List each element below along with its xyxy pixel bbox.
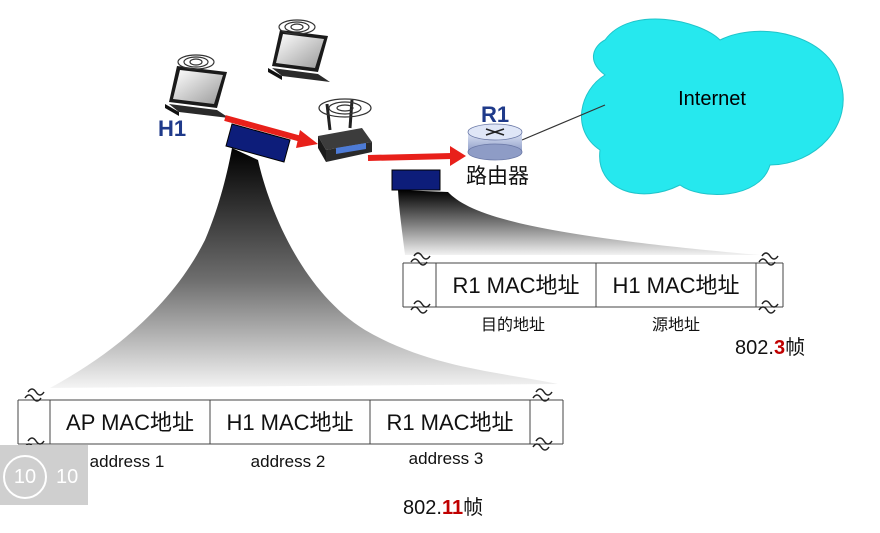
router-internet-link <box>521 104 606 141</box>
address-label: address 3 <box>409 449 484 468</box>
zoom-fan-80211 <box>50 148 558 388</box>
frame-caption-8023: 802.3帧 <box>735 336 805 359</box>
frame-field: R1 MAC地址 <box>386 410 513 435</box>
frame-flow-arrow <box>367 146 466 166</box>
zoom-fan-8023 <box>398 190 760 255</box>
access-point-icon <box>318 99 372 162</box>
frame-field: H1 MAC地址 <box>612 273 739 298</box>
address-label: address 1 <box>90 452 165 471</box>
frame-80211: AP MAC地址 H1 MAC地址 R1 MAC地址 address 1 add… <box>17 388 564 519</box>
slide-number-circle: 10 <box>3 455 47 499</box>
internet-cloud <box>581 18 844 195</box>
frame-field-caption: 目的地址 <box>481 316 545 334</box>
frame-box-80211 <box>225 123 291 163</box>
laptop-icon <box>268 30 330 82</box>
router-label-r1: R1 <box>481 102 509 127</box>
frame-caption-80211: 802.11帧 <box>403 496 483 519</box>
frame-flow-arrow <box>224 115 318 148</box>
frame-break-marks <box>410 252 779 314</box>
wireless-signal-icon <box>318 98 372 118</box>
address-label: address 2 <box>251 452 326 471</box>
host-label-h1: H1 <box>158 116 186 141</box>
frame-8023: R1 MAC地址 H1 MAC地址 目的地址 源地址 802.3帧 <box>402 252 805 359</box>
frame-field-caption: 源地址 <box>652 316 700 334</box>
frame-box-8023 <box>391 169 441 191</box>
router-description: 路由器 <box>466 165 529 188</box>
slide-number-text: 10 <box>56 466 79 488</box>
wireless-signal-icon <box>177 54 215 70</box>
laptop-h1-icon <box>165 66 229 118</box>
frame-field: AP MAC地址 <box>66 410 194 435</box>
router-icon <box>467 123 523 161</box>
internet-label: Internet <box>678 88 746 110</box>
frame-field: R1 MAC地址 <box>452 273 579 298</box>
wireless-signal-icon <box>278 19 316 35</box>
frame-field: H1 MAC地址 <box>226 410 353 435</box>
